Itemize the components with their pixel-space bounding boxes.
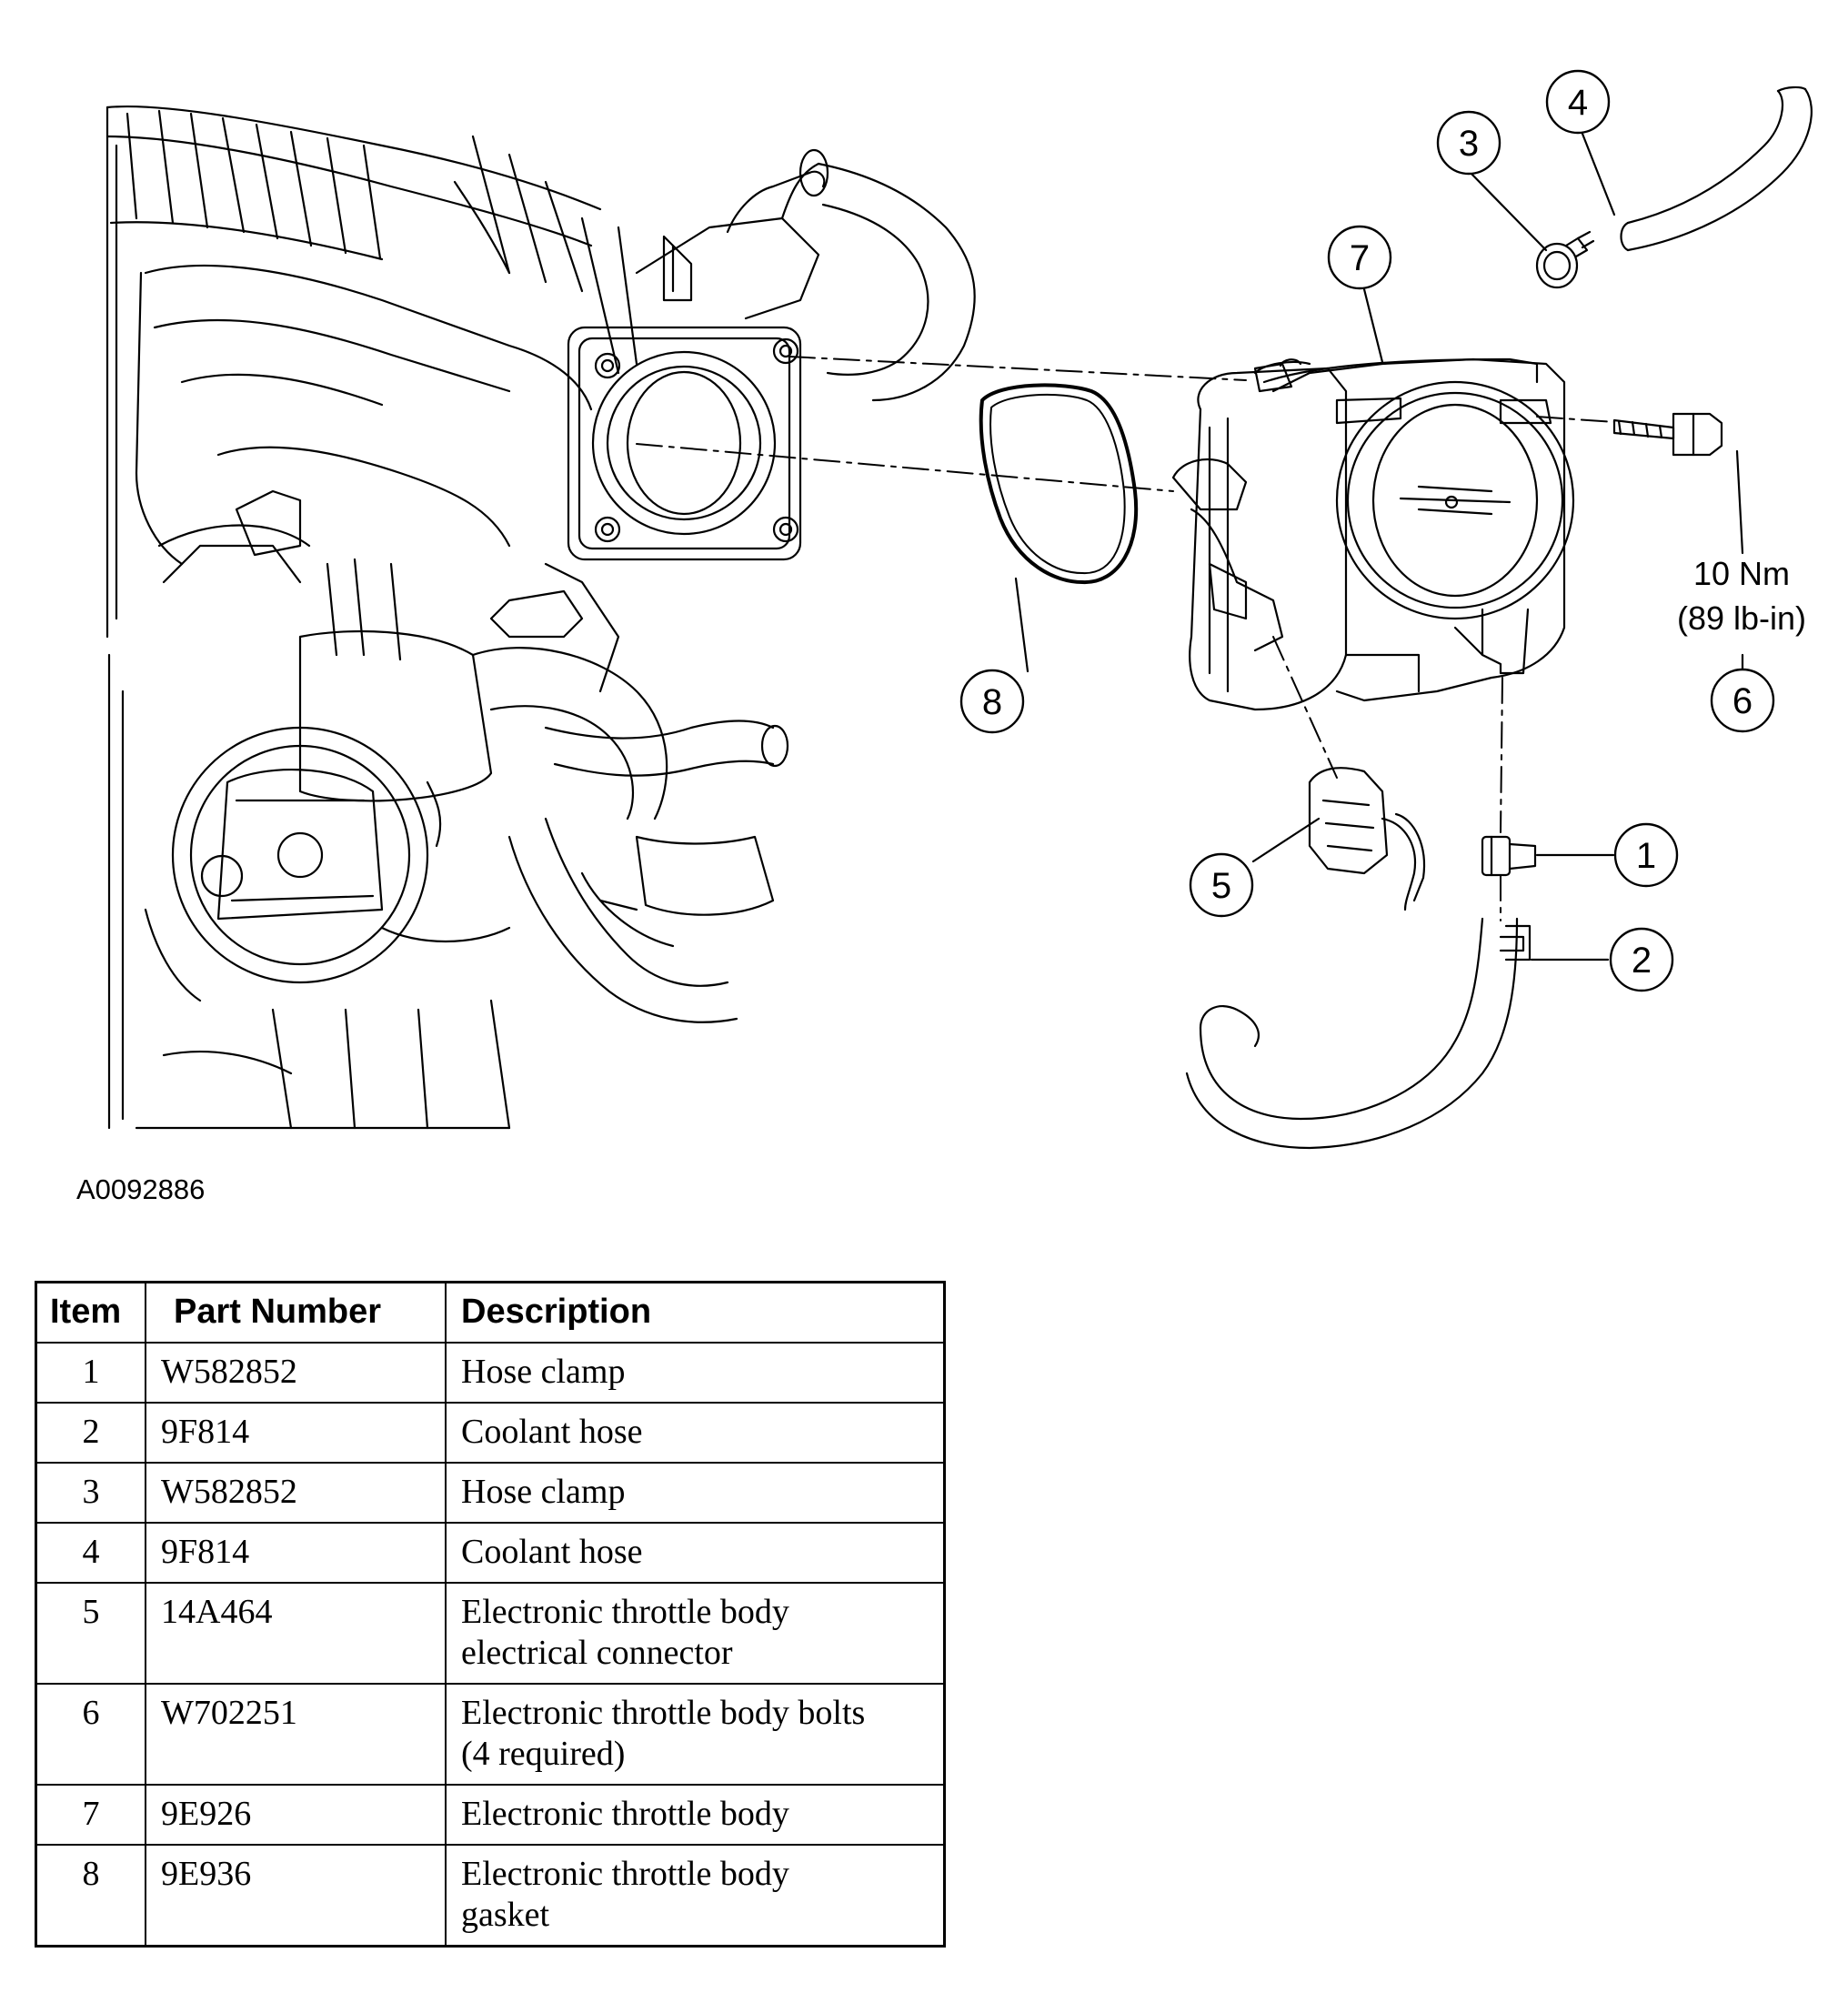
cell-part-number: 14A464 [145, 1582, 447, 1685]
callout-5-number: 5 [1211, 866, 1231, 906]
electrical-connector [1308, 767, 1426, 911]
cell-description: Hose clamp [445, 1342, 946, 1404]
description-line: Electronic throttle body [461, 1593, 789, 1631]
description-line: Electronic throttle body bolts [461, 1694, 866, 1732]
description-line: gasket [461, 1896, 550, 1934]
cell-part-number: 9E936 [145, 1844, 447, 1948]
description-line: Hose clamp [461, 1353, 626, 1391]
callout-1-number: 1 [1636, 836, 1656, 876]
callouts: 1 2 3 4 5 6 7 8 [959, 69, 1775, 992]
lower-coolant-hose [1185, 917, 1532, 1150]
cell-description: Coolant hose [445, 1522, 946, 1584]
engine-illustration [105, 105, 976, 1130]
cell-item: 1 [35, 1342, 146, 1404]
cell-item: 5 [35, 1582, 146, 1685]
description-line: Hose clamp [461, 1473, 626, 1511]
throttle-body-gasket [979, 383, 1139, 585]
description-line: Coolant hose [461, 1413, 643, 1451]
callout-8-number: 8 [982, 682, 1002, 722]
description-line: electrical connector [461, 1634, 733, 1672]
hose-clamp-1 [1481, 835, 1537, 877]
callout-2: 2 [1609, 927, 1674, 992]
callout-6-number: 6 [1732, 681, 1753, 721]
header-description: Description [445, 1281, 946, 1344]
callout-5: 5 [1189, 852, 1254, 918]
description-line: Coolant hose [461, 1533, 643, 1571]
header-item: Item [35, 1281, 146, 1344]
callout-8: 8 [959, 669, 1025, 734]
cell-part-number: 9E926 [145, 1784, 447, 1846]
hose-clamp-3 [1535, 230, 1595, 289]
description-line: (4 required) [461, 1735, 626, 1773]
cell-description: Coolant hose [445, 1402, 946, 1464]
header-part-number: Part Number [145, 1281, 447, 1344]
callout-6: 6 [1710, 668, 1775, 733]
cell-item: 8 [35, 1844, 146, 1948]
exploded-view-diagram: 1 2 3 4 5 6 7 8 10 Nm ( [105, 69, 1813, 1150]
callout-7-number: 7 [1350, 238, 1370, 278]
cell-part-number: W582852 [145, 1342, 447, 1404]
callout-4-number: 4 [1568, 83, 1588, 123]
cell-part-number: 9F814 [145, 1522, 447, 1584]
figure-id: A0092886 [76, 1173, 206, 1205]
callout-3-number: 3 [1459, 124, 1479, 164]
callout-2-number: 2 [1632, 941, 1652, 981]
parts-table-header: Item Part Number Description [35, 1281, 946, 1344]
electronic-throttle-body [1171, 357, 1575, 711]
torque-spec-metric: 10 Nm [1693, 555, 1790, 592]
alignment-lines [636, 356, 1615, 921]
cell-part-number: 9F814 [145, 1402, 447, 1464]
cell-description: Electronic throttle body [445, 1784, 946, 1846]
cell-item: 7 [35, 1784, 146, 1846]
cell-item: 4 [35, 1522, 146, 1584]
cell-description: Electronic throttle body bolts(4 require… [445, 1683, 946, 1786]
description-line: Electronic throttle body [461, 1795, 789, 1833]
cell-description: Hose clamp [445, 1462, 946, 1524]
cell-part-number: W582852 [145, 1462, 447, 1524]
leader-lines [1014, 127, 1744, 961]
callout-7: 7 [1327, 225, 1392, 290]
callout-4: 4 [1545, 69, 1611, 135]
description-line: Electronic throttle body [461, 1855, 789, 1893]
cell-part-number: W702251 [145, 1683, 447, 1786]
cell-item: 3 [35, 1462, 146, 1524]
cell-item: 6 [35, 1683, 146, 1786]
throttle-body-bolt [1612, 412, 1723, 457]
cell-item: 2 [35, 1402, 146, 1464]
callout-3: 3 [1436, 110, 1502, 176]
callout-1: 1 [1613, 822, 1679, 888]
torque-spec-imperial: (89 lb-in) [1677, 599, 1806, 637]
upper-coolant-hose [1620, 86, 1813, 252]
